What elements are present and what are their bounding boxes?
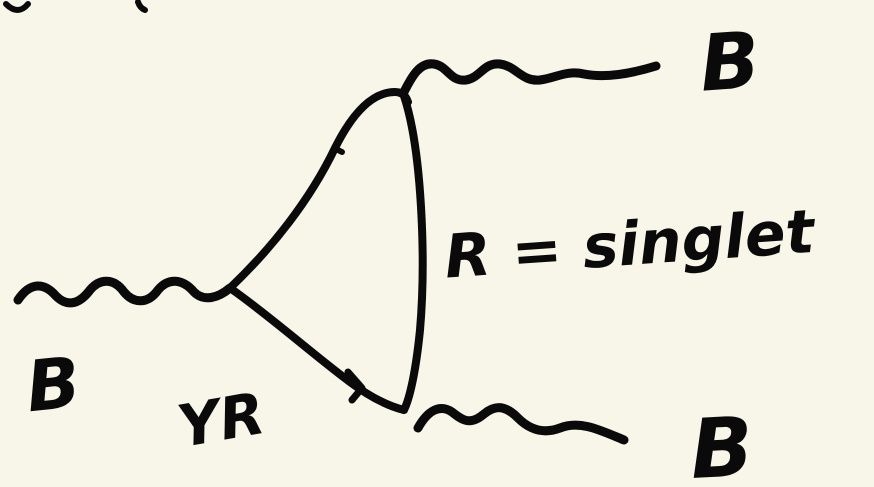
label-boson-top-right: B	[697, 16, 763, 110]
loop-edge-upper	[226, 88, 412, 292]
label-boson-bottom-right: B	[688, 400, 755, 487]
bottom-right-boson-line	[413, 403, 629, 445]
label-boson-left: B	[22, 341, 84, 428]
arrow-mark-lower	[344, 368, 366, 404]
left-boson-line	[13, 276, 235, 308]
loop-edge-lower	[226, 284, 408, 414]
top-right-boson-line	[399, 59, 661, 97]
tick-mark-upper	[331, 145, 345, 155]
label-vertex-coupling: YR	[173, 379, 270, 461]
stray-mark	[3, 0, 148, 13]
label-loop-annotation: R = singlet	[442, 197, 818, 293]
loop-edge-right	[400, 92, 427, 414]
